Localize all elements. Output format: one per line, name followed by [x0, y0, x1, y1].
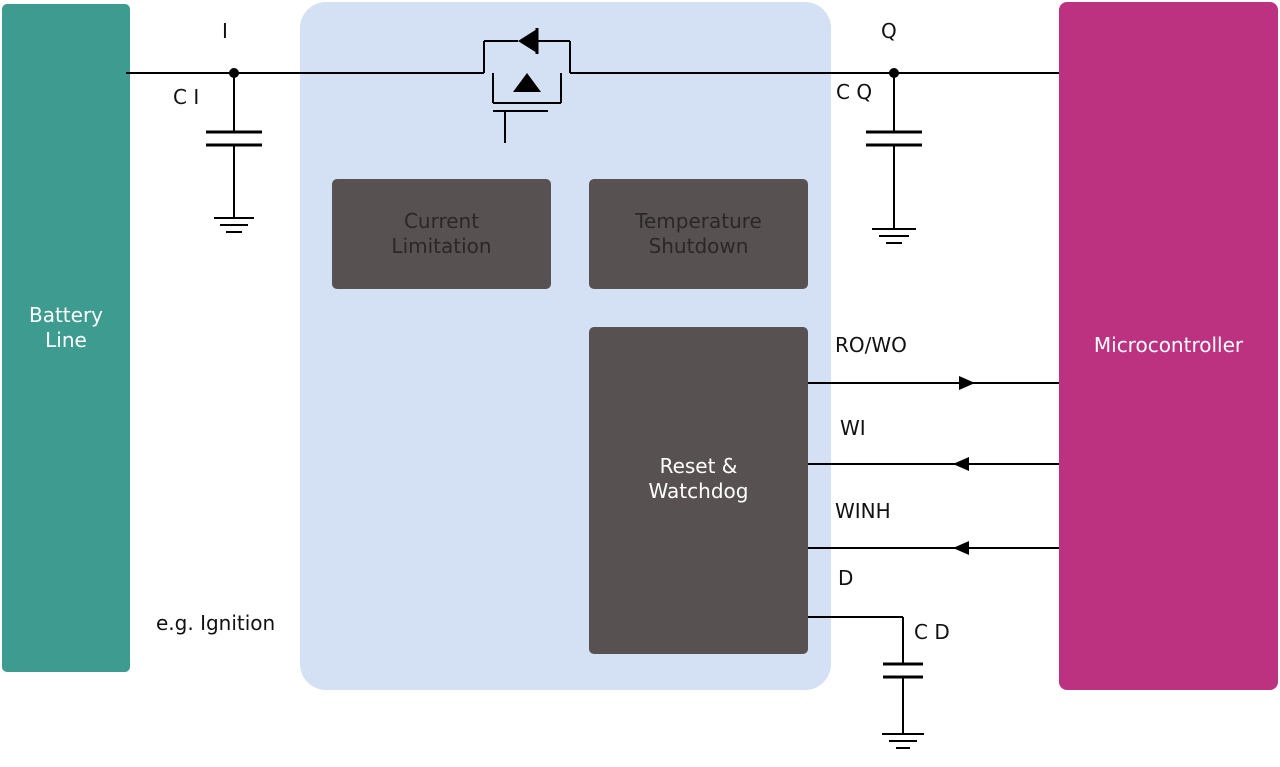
cq-label: C Q [836, 80, 873, 104]
pin-ro-wo-label: RO/WO [835, 333, 907, 357]
cd-wire [808, 616, 904, 664]
battery-label-line1: Battery [28, 303, 104, 327]
pin-i-label: I [222, 19, 228, 43]
temperature-shutdown-label-line2: Shutdown [648, 234, 749, 258]
ignition-note: e.g. Ignition [156, 611, 276, 635]
temperature-shutdown-block: Temperature Shutdown [589, 179, 808, 289]
current-limitation-block: Current Limitation [332, 179, 551, 289]
reset-watchdog-block: Reset & Watchdog [589, 327, 808, 654]
pin-d-label: D [838, 566, 854, 590]
reset-watchdog-label-line1: Reset & [659, 453, 738, 478]
ci-ground-icon [214, 217, 254, 233]
pin-winh-label: WINH [835, 499, 891, 523]
microcontroller-block: Microcontroller [1059, 2, 1278, 690]
input-node-dot [229, 68, 239, 78]
body-diode-icon [513, 73, 541, 92]
temperature-shutdown-label-line1: Temperature [635, 209, 762, 233]
ro-wo-arrow-icon [959, 376, 975, 390]
current-limitation-label-line1: Current [403, 209, 480, 233]
battery-line-block: Battery Line [2, 4, 130, 672]
pin-q-label: Q [881, 19, 897, 43]
cd-label: C D [914, 620, 950, 644]
reset-watchdog-label-line2: Watchdog [648, 478, 749, 503]
diode-icon [518, 29, 537, 53]
winh-arrow-icon [953, 541, 969, 555]
cq-ground-icon [872, 228, 916, 244]
cd-capacitor-symbol [883, 662, 923, 734]
ci-capacitor-symbol [206, 73, 262, 218]
wi-arrow-icon [953, 457, 969, 471]
cd-ground-icon [882, 733, 924, 749]
output-node-dot [889, 68, 899, 78]
pin-wi-label: WI [840, 416, 866, 440]
ci-label: C I [173, 85, 200, 109]
microcontroller-label: Microcontroller [1093, 332, 1244, 357]
current-limitation-label-line2: Limitation [391, 234, 492, 258]
cq-capacitor-symbol [866, 73, 922, 229]
battery-label-line2: Line [45, 328, 87, 352]
